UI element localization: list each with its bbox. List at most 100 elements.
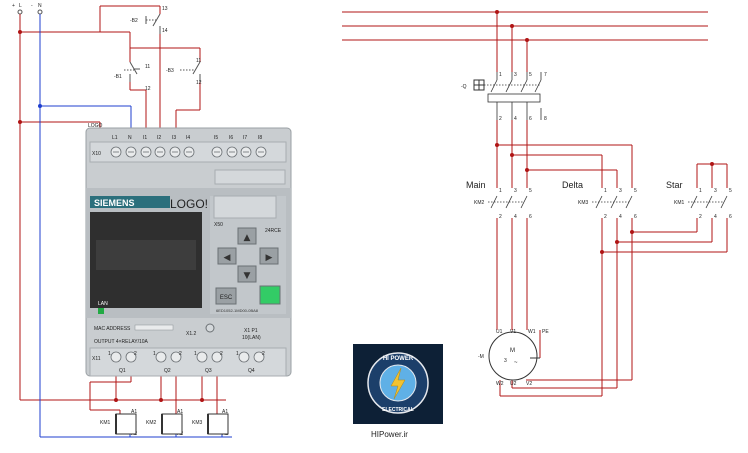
q1-term-2: 2 [134,351,137,357]
km2-top-5: 5 [529,188,532,194]
sd-slot [213,195,277,219]
x1p1-sub: 10(LAN) [242,335,261,341]
voltage-label: 24RCE [265,228,282,234]
motor-circle [488,331,538,381]
contactor-delta-tag: KM3 [578,200,589,206]
switch-b3: -B3 11 12 [166,58,202,86]
breaker-q: -Q 1 3 5 7 2 4 6 8 [461,72,547,122]
contactor-main: Main KM2 1 3 5 2 4 6 [466,180,532,220]
switch-b3-term-top: 11 [196,58,201,64]
input-label-i1: I1 [143,135,147,141]
coil-km1: KM1 A1 A2 [100,409,137,437]
input-label-i8: I8 [258,135,262,141]
coils: KM1 A1 A2 KM2 A1 A2 KM3 A1 A2 [100,409,229,437]
logo-module: LOGO X10 X11 L1 N I1 I2 I3 I4 I5 I6 I7 I… [85,123,292,377]
q2-term-2: 2 [179,351,182,357]
motor-v2: V2 [526,381,532,387]
input-label-i4: I4 [186,135,190,141]
contactor-star: Star KM1 1 3 5 2 4 6 [666,180,732,220]
logo-label: LOGO [88,123,103,129]
breaker-top-1: 1 [499,72,502,78]
switch-b2: -B2 13 14 [130,6,168,34]
km1-top-1: 1 [699,188,702,194]
contactor-delta-title: Delta [562,180,583,190]
motor-pe: PE [542,329,549,335]
switch-b1-tag: -B1 [114,74,122,80]
breaker-bot-4: 4 [514,116,517,122]
hipower-logo: HI POWER ELECTRICAL HIPower.ir [353,344,443,439]
output-desc: OUTPUT 4×RELAY/10A [94,339,149,345]
lan-label: LAN [98,301,108,307]
contactor-delta: Delta KM3 1 3 5 2 4 6 [562,180,637,220]
coil-km2-a1: A1 [177,409,183,415]
input-label-i5: I5 [214,135,218,141]
right-button[interactable] [259,247,279,265]
switch-b2-tag: -B2 [130,18,138,24]
km3-top-5: 5 [634,188,637,194]
km2-bot-4: 4 [514,214,517,220]
switch-b3-tag: -B3 [166,68,174,74]
km1-top-3: 3 [714,188,717,194]
motor-phase: 3 [504,358,507,364]
mac-address-label: MAC ADDRESS [94,326,131,332]
km1-bot-4: 4 [714,214,717,220]
up-button[interactable] [237,227,257,245]
input-label-i3: I3 [172,135,176,141]
contactor-star-tag: KM1 [674,200,685,206]
motor-w2: W2 [496,381,504,387]
esc-button[interactable] [215,287,237,305]
q4-term-1: 1 [236,351,239,357]
x11-label: X11 [92,356,101,362]
hipower-logo-top: HI POWER [383,356,414,362]
contactor-main-title: Main [466,180,486,190]
blue-control-wires [38,14,232,438]
esc-label: ESC [220,295,233,301]
lan-led [98,308,104,314]
km3-top-1: 1 [604,188,607,194]
q3-term-2: 2 [220,351,223,357]
switch-b1-term-top: 11 [145,64,150,70]
q4-term-2: 2 [262,351,265,357]
siemens-badge [90,196,170,208]
q3-term-1: 1 [194,351,197,357]
motor-u2: U2 [510,381,517,387]
breaker-tag: -Q [461,84,467,90]
contactor-star-title: Star [666,180,683,190]
q2-term-1: 1 [153,351,156,357]
up-arrow-icon: ▲ [244,233,251,243]
left-button[interactable] [217,247,237,265]
logo-model-text: LOGO! [170,197,208,211]
x10-label: X10 [92,151,101,157]
x1p1-label: X1 P1 [244,328,258,334]
switch-b3-term-bot: 12 [196,80,202,86]
input-label-n: N [128,135,132,141]
ok-button[interactable] [259,285,281,305]
mac-address-box [134,324,174,331]
ground-icon [205,323,215,333]
input-label-i6: I6 [229,135,233,141]
km2-bot-6: 6 [529,214,532,220]
breaker-bot-2: 2 [499,116,502,122]
km1-top-5: 5 [729,188,732,194]
coil-km2-name: KM2 [146,420,157,426]
km1-bot-2: 2 [699,214,702,220]
coil-km3-name: KM3 [192,420,203,426]
l-terminal [17,9,23,15]
km3-bot-2: 2 [604,214,607,220]
km2-top-1: 1 [499,188,502,194]
motor-w1: W1 [528,329,536,335]
breaker-top-3: 3 [514,72,517,78]
breaker-bot-6: 6 [529,116,532,122]
output-label-q4: Q4 [248,368,255,374]
output-label-q1: Q1 [119,368,126,374]
l-marker: + [12,3,15,9]
left-arrow-icon: ◀ [224,253,231,263]
down-button[interactable] [237,265,257,283]
motor-letter: M [510,348,515,354]
switch-b1: -B1 11 12 [114,61,151,92]
down-arrow-icon: ▼ [244,271,251,281]
hipower-caption: HIPower.ir [371,430,408,439]
breaker-bot-8: 8 [544,116,547,122]
power-wires [342,10,728,397]
km2-top-3: 3 [514,188,517,194]
